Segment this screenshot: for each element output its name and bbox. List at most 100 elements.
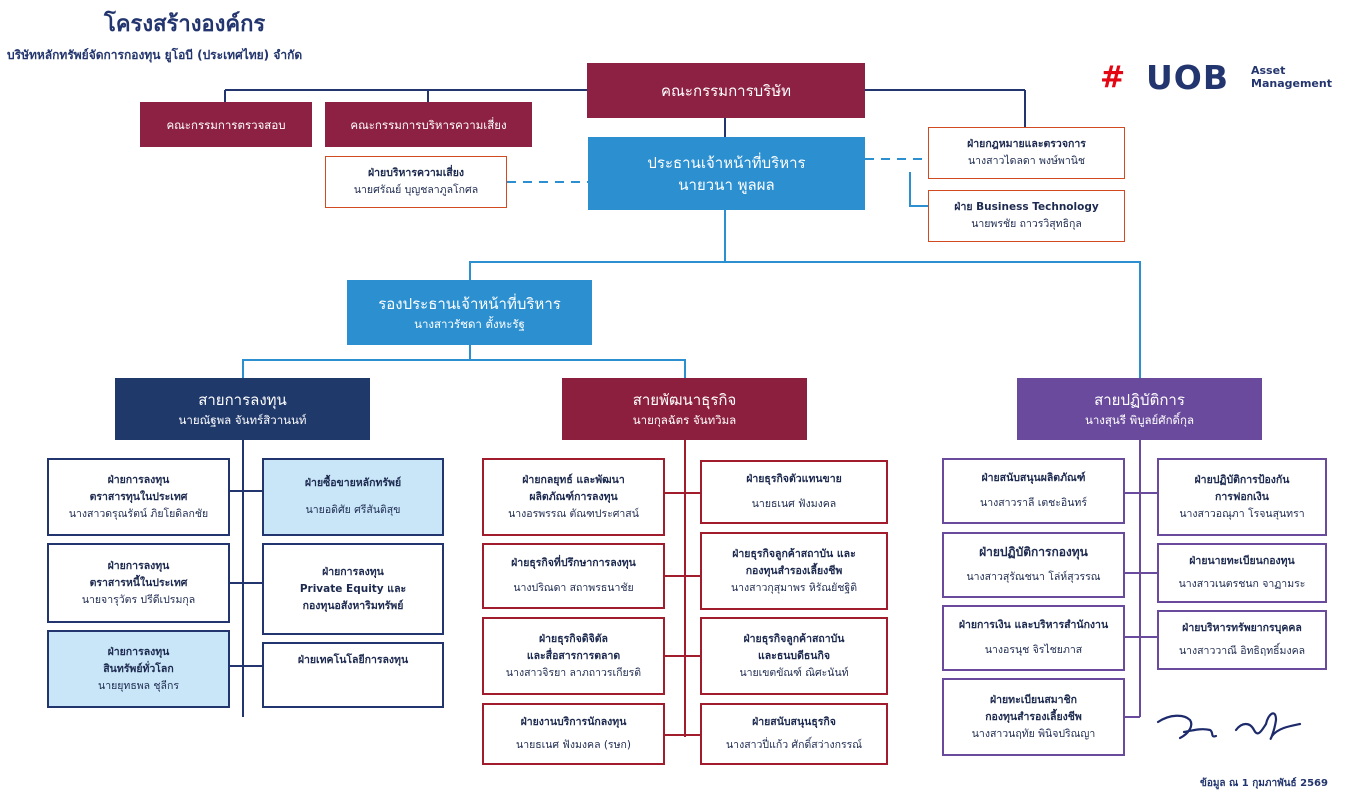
operations-dept-box: ฝ่ายทะเบียนสมาชิก กองทุนสำรองเลี้ยงชีพ น… bbox=[942, 678, 1125, 756]
uob-logo: # UOB Asset Management bbox=[1100, 58, 1345, 100]
dept-name: ฝ่ายการลงทุน bbox=[107, 645, 170, 658]
ceo-person: นายวนา พูลผล bbox=[678, 175, 775, 194]
division-title: สายปฏิบัติการ bbox=[1094, 391, 1185, 409]
logo-tagline-line1: Asset bbox=[1251, 64, 1286, 77]
dept-person: นางสาวอณุภา โรจนสุนทรา bbox=[1179, 507, 1305, 520]
dept-name: ฝ่ายสนับสนุนธุรกิจ bbox=[752, 716, 836, 728]
signature-image bbox=[1156, 712, 1302, 740]
operations-dept-box: ฝ่ายปฏิบัติการกองทุน นางสาวสุรัณชนา โล่ห… bbox=[942, 532, 1125, 598]
dept-name: ฝ่ายธุรกิจลูกค้าสถาบัน bbox=[743, 632, 845, 645]
dept-name-line2: ตราสารหนี้ในประเทศ bbox=[89, 576, 188, 589]
dept-person: นายพรชัย ถาวรวิสุทธิกุล bbox=[971, 218, 1082, 230]
dept-name: ฝ่ายธุรกิจดิจิตัล bbox=[539, 632, 608, 645]
dept-name-line2: Private Equity และ bbox=[299, 582, 407, 595]
investment-dept-box: ฝ่ายการลงทุน Private Equity และ กองทุนอส… bbox=[262, 543, 444, 635]
dept-name: ฝ่ายกลยุทธ์ และพัฒนา bbox=[522, 473, 625, 486]
operations-dept-box: ฝ่ายนายทะเบียนกองทุน นางสาวเนตรชนก จาฏาม… bbox=[1157, 543, 1327, 603]
biz-tech-dept-box: ฝ่าย Business Technology นายพรชัย ถาวรวิ… bbox=[928, 190, 1125, 242]
dept-name-line3: กองทุนอสังหาริมทรัพย์ bbox=[302, 599, 404, 612]
business-dept-box: ฝ่ายธุรกิจดิจิตัล และสื่อสารการตลาด นางส… bbox=[482, 617, 665, 695]
dept-name-line2: ผลิตภัณฑ์การลงทุน bbox=[529, 490, 618, 503]
division-head: นายกุลฉัตร จันทวิมล bbox=[632, 413, 737, 427]
dept-name-line2: และสื่อสารการตลาด bbox=[526, 649, 621, 662]
dept-name: ฝ่ายการลงทุน bbox=[107, 559, 170, 572]
dept-person: นางอรนุช จิรไชยภาส bbox=[984, 644, 1083, 656]
business-dept-box: ฝ่ายธุรกิจลูกค้าสถาบัน และธนบดีธนกิจ นาย… bbox=[700, 617, 888, 695]
dept-name: ฝ่ายการลงทุน bbox=[107, 473, 170, 486]
business-dept-box: ฝ่ายธุรกิจตัวแทนขาย นายธเนศ ฟังมงคล bbox=[700, 460, 888, 524]
board-label: คณะกรรมการบริษัท bbox=[660, 81, 791, 100]
risk-committee-label: คณะกรรมการบริหารความเสี่ยง bbox=[350, 117, 507, 132]
dept-name-line2: สินทรัพย์ทั่วโลก bbox=[103, 662, 174, 675]
logo-tagline-line2: Management bbox=[1251, 77, 1332, 90]
dept-name-line2: กองทุนสำรองเลี้ยงชีพ bbox=[985, 710, 1082, 723]
page-title: โครงสร้างองค์กร bbox=[104, 12, 266, 37]
dept-name: ฝ่ายงานบริการนักลงทุน bbox=[520, 716, 627, 728]
business-dept-box: ฝ่ายธุรกิจลูกค้าสถาบัน และ กองทุนสำรองเล… bbox=[700, 532, 888, 610]
operations-division-box: สายปฏิบัติการ นางสุนรี พิบูลย์ศักดิ์กุล bbox=[1017, 378, 1262, 440]
dept-name: ฝ่ายธุรกิจตัวแทนขาย bbox=[746, 473, 842, 485]
deputy-ceo-title: รองประธานเจ้าหน้าที่บริหาร bbox=[378, 294, 561, 313]
operations-dept-box: ฝ่ายปฏิบัติการป้องกัน การฟอกเงิน นางสาวอ… bbox=[1157, 458, 1327, 536]
dept-person: นางสาวนฤทัย พินิจปริณญา bbox=[971, 727, 1096, 740]
division-head: นายณัฐพล จันทร์สิวานนท์ bbox=[178, 413, 307, 427]
dept-person: นางสาวเนตรชนก จาฏามระ bbox=[1178, 578, 1306, 590]
operations-dept-box: ฝ่ายสนับสนุนผลิตภัณฑ์ นางสาวราลี เตชะอิน… bbox=[942, 458, 1125, 524]
dept-name-line2: ตราสารทุนในประเทศ bbox=[89, 490, 188, 503]
dept-person: นายเขตขัณฑ์ ณิศะนันท์ bbox=[739, 666, 849, 679]
investment-dept-box: ฝ่ายการลงทุน ตราสารหนี้ในประเทศ นายจารุว… bbox=[47, 543, 230, 623]
risk-committee-box: คณะกรรมการบริหารความเสี่ยง bbox=[325, 102, 532, 147]
dept-name-line2: และธนบดีธนกิจ bbox=[757, 649, 830, 662]
board-of-directors-box: คณะกรรมการบริษัท bbox=[587, 63, 865, 118]
dept-person: นายธเนศ ฟังมงคล (รษก) bbox=[516, 739, 631, 751]
risk-dept-box: ฝ่ายบริหารความเสี่ยง นายศรัณย์ บุญชลาภูล… bbox=[325, 156, 507, 208]
dept-name: ฝ่ายธุรกิจลูกค้าสถาบัน และ bbox=[732, 547, 856, 560]
dept-person: นางสาวจิรยา ลาภถาวรเกียรติ bbox=[505, 666, 642, 679]
investment-dept-box: ฝ่ายการลงทุน ตราสารทุนในประเทศ นางสาวดรุ… bbox=[47, 458, 230, 536]
division-head: นางสุนรี พิบูลย์ศักดิ์กุล bbox=[1084, 413, 1195, 427]
audit-committee-box: คณะกรรมการตรวจสอบ bbox=[140, 102, 312, 147]
dept-name: ฝ่าย Business Technology bbox=[954, 201, 1099, 213]
dept-person: นางสาวกุสุมาพร หิรัณยัชฐิติ bbox=[730, 581, 858, 594]
dept-person: นางสาวปี่แก้ว ศักดิ์สว่างกรรณ์ bbox=[726, 739, 862, 751]
business-dept-box: ฝ่ายงานบริการนักลงทุน นายธเนศ ฟังมงคล (ร… bbox=[482, 703, 665, 765]
dept-person: นางอรพรรณ ตัณฑประศาสน์ bbox=[508, 507, 639, 520]
dept-name-line2: การฟอกเงิน bbox=[1215, 490, 1269, 503]
deputy-ceo-person: นางสาวรัชดา ตั้งหะรัฐ bbox=[414, 316, 525, 331]
dept-name: ฝ่ายบริหารความเสี่ยง bbox=[368, 167, 464, 179]
investment-dept-box: ฝ่ายซื้อขายหลักทรัพย์ นายอดิศัย ศรีสันติ… bbox=[262, 458, 444, 536]
company-name: บริษัทหลักทรัพย์จัดการกองทุน ยูโอบี (ประ… bbox=[7, 48, 303, 62]
operations-dept-box: ฝ่ายการเงิน และบริหารสำนักงาน นางอรนุช จ… bbox=[942, 605, 1125, 671]
business-dept-box: ฝ่ายกลยุทธ์ และพัฒนา ผลิตภัณฑ์การลงทุน น… bbox=[482, 458, 665, 536]
dept-name-line2: กองทุนสำรองเลี้ยงชีพ bbox=[745, 564, 843, 577]
ceo-box: ประธานเจ้าหน้าที่บริหาร นายวนา พูลผล bbox=[588, 137, 865, 210]
dept-person: นางสาวสุรัณชนา โล่ห์สุวรรณ bbox=[966, 571, 1101, 583]
investment-dept-box: ฝ่ายการลงทุน สินทรัพย์ทั่วโลก นายยุทธพล … bbox=[47, 630, 230, 708]
dept-name: ฝ่ายธุรกิจที่ปรึกษาการลงทุน bbox=[511, 557, 636, 569]
dept-person: นายจารุวัตร ปรีดีเปรมกุล bbox=[81, 593, 196, 606]
legal-dept-box: ฝ่ายกฎหมายและตรวจการ นางสาวไดลดา พงษ์พาน… bbox=[928, 127, 1125, 179]
dept-person: นางสาวไดลดา พงษ์พานิช bbox=[967, 155, 1086, 167]
data-date-footnote: ข้อมูล ณ 1 กุมภาพันธ์ 2569 bbox=[1200, 778, 1328, 789]
deputy-ceo-box: รองประธานเจ้าหน้าที่บริหาร นางสาวรัชดา ต… bbox=[347, 280, 592, 345]
dept-name: ฝ่ายบริหารทรัพยากรบุคคล bbox=[1182, 622, 1302, 634]
dept-person: นางสาวราลี เตชะอินทร์ bbox=[980, 497, 1087, 509]
ceo-title: ประธานเจ้าหน้าที่บริหาร bbox=[647, 153, 806, 172]
dept-name: ฝ่ายการลงทุน bbox=[322, 565, 384, 578]
dept-name: ฝ่ายสนับสนุนผลิตภัณฑ์ bbox=[981, 472, 1086, 484]
business-dept-box: ฝ่ายสนับสนุนธุรกิจ นางสาวปี่แก้ว ศักดิ์ส… bbox=[700, 703, 888, 765]
dept-person: นางปริณดา สถาพรธนาชัย bbox=[513, 582, 634, 594]
dept-name: ฝ่ายนายทะเบียนกองทุน bbox=[1189, 555, 1295, 567]
dept-person: นายธเนศ ฟังมงคล bbox=[751, 498, 837, 510]
dept-person: นางสาวดรุณรัตน์ ภิยโยดิลกชัย bbox=[68, 507, 209, 520]
dept-name: ฝ่ายการเงิน และบริหารสำนักงาน bbox=[958, 619, 1109, 631]
business-dept-box: ฝ่ายธุรกิจที่ปรึกษาการลงทุน นางปริณดา สถ… bbox=[482, 543, 665, 609]
logo-tagline: Asset Management bbox=[1251, 64, 1332, 90]
investment-dept-box: ฝ่ายเทคโนโลยีการลงทุน bbox=[262, 642, 444, 708]
dept-name: ฝ่ายเทคโนโลยีการลงทุน bbox=[297, 654, 409, 666]
dept-person: นายอดิศัย ศรีสันติสุข bbox=[305, 504, 401, 516]
dept-name: ฝ่ายทะเบียนสมาชิก bbox=[989, 693, 1078, 706]
dept-name: ฝ่ายปฏิบัติการกองทุน bbox=[979, 545, 1088, 559]
dept-person: นายศรัณย์ บุญชลาภูลโกศล bbox=[353, 184, 479, 196]
